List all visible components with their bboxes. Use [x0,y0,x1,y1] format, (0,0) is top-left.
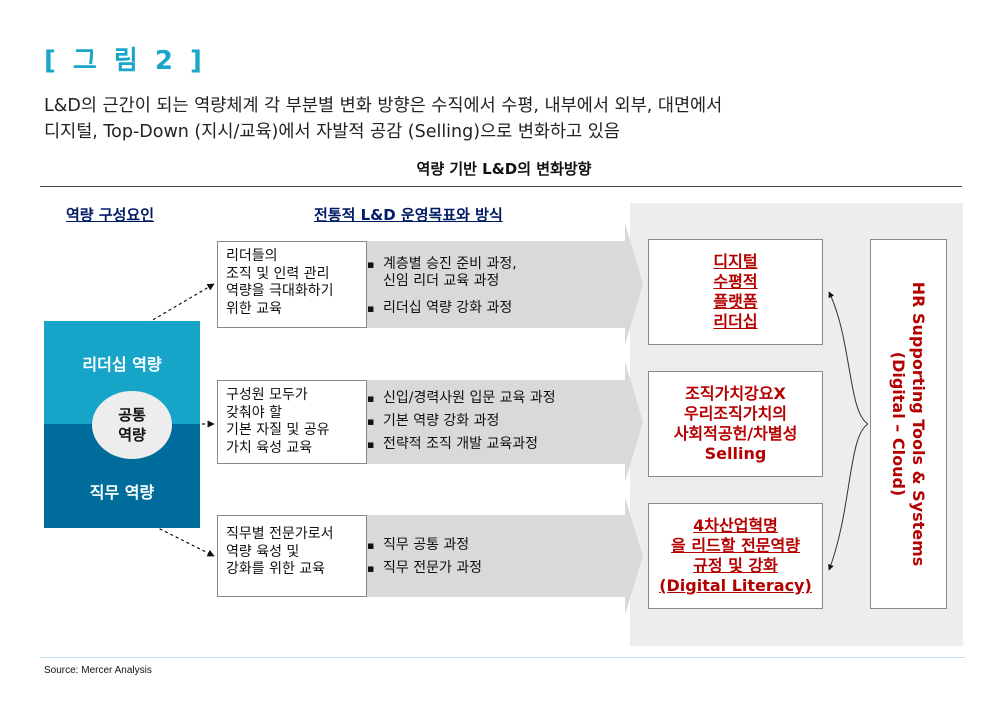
goal-line: 강화를 위한 교육 [226,561,326,577]
result-line: 수평적 [713,272,758,291]
job-label: 직무 역량 [89,483,155,502]
bullet-item: 직무 전문가 과정 [367,560,482,577]
bullet-list-job: 직무 공통 과정 직무 전문가 과정 [367,537,482,583]
common-competency-circle: 공통 역량 [92,391,172,459]
column-header-traditional: 전통적 L&D 운영목표와 방식 [314,206,503,224]
goal-box-job: 직무별 전문가로서 역량 육성 및 강화를 위한 교육 [217,515,367,597]
bullet-item: 기본 역량 강화 과정 [367,413,556,430]
goal-line: 직무별 전문가로서 [226,526,334,542]
curve-to-result-1 [828,291,869,425]
lead-text-line-2: 디지털, Top-Down (지시/교육)에서 자발적 공감 (Selling)… [44,122,620,142]
result-line: 리더십 [713,312,758,331]
bullet-item: 전략적 조직 개발 교육과정 [367,436,556,453]
result-box-job: 4차산업혁명 을 리드할 전문역량 규정 및 강화 (Digital Liter… [648,503,823,609]
title-divider [40,186,962,187]
result-line: 사회적공헌/차별성 [673,424,798,443]
hr-support-box [870,239,947,609]
result-line: 디지털 [713,252,758,271]
hr-support-line-1: HR Supporting Tools & Systems [909,281,928,567]
lead-text-line-1: L&D의 근간이 되는 역량체계 각 부분별 변화 방향은 수직에서 수평, 내… [44,96,723,116]
goal-box-common: 구성원 모두가 갖춰야 할 기본 자질 및 공유 가치 육성 교육 [217,380,367,464]
result-line: 우리조직가치의 [683,404,788,423]
arrow-row-3 [367,497,643,615]
bullet-list-common: 신입/경력사원 입문 교육 과정 기본 역량 강화 과정 전략적 조직 개발 교… [367,390,556,459]
goal-line: 구성원 모두가 [226,387,308,403]
column-header-competency: 역량 구성요인 [66,206,155,224]
result-line: 을 리드할 전문역량 [671,536,800,555]
bullet-item: 리더십 역량 강화 과정 [367,300,517,317]
source-note: Source: Mercer Analysis [44,665,152,676]
chart-title: 역량 기반 L&D의 변화방향 [416,160,592,178]
bullet-item: 직무 공통 과정 [367,537,482,554]
common-label-line-1: 공통 [118,406,146,424]
connector-job [121,509,215,557]
result-line: 4차산업혁명 [693,516,778,535]
hr-support-line-2: (Digital – Cloud) [889,351,908,497]
result-box-common: 조직가치강요X 우리조직가치의 사회적공헌/차별성 Selling [648,371,823,477]
curve-to-result-3 [828,423,869,571]
goal-line: 조직 및 인력 관리 [226,265,330,282]
goal-line: 리더들의 [226,248,278,264]
bullet-list-leadership: 계층별 승진 준비 과정, 신임 리더 교육 과정 리더십 역량 강화 과정 [367,256,517,323]
bullet-item: 신입/경력사원 입문 교육 과정 [367,390,556,407]
result-line: Selling [704,444,767,463]
goal-line: 가치 육성 교육 [226,439,313,456]
goal-line: 역량을 극대화하기 [226,283,334,299]
goal-line: 위한 교육 [226,300,282,317]
footer-divider [40,657,965,658]
goal-box-leadership: 리더들의 조직 및 인력 관리 역량을 극대화하기 위한 교육 [217,241,367,328]
bullet-item: 계층별 승진 준비 과정, 신임 리더 교육 과정 [367,256,517,290]
result-box-leadership: 디지털 수평적 플랫폼 리더십 [648,239,823,345]
result-line: 플랫폼 [713,292,758,311]
goal-line: 역량 육성 및 [226,543,300,560]
competency-block: 리더십 역량 직무 역량 공통 역량 [44,321,200,528]
goal-line: 기본 자질 및 공유 [226,422,330,438]
common-label-line-2: 역량 [118,426,146,444]
figure-label: [ 그 림 2 ] [44,46,206,76]
result-line: 조직가치강요X [685,384,786,403]
leadership-label: 리더십 역량 [82,355,162,374]
hr-support-label: HR Supporting Tools & Systems (Digital –… [888,282,928,567]
result-line: (Digital Literacy) [659,576,812,595]
goal-line: 갖춰야 할 [226,404,282,421]
result-line: 규정 및 강화 [693,556,778,575]
